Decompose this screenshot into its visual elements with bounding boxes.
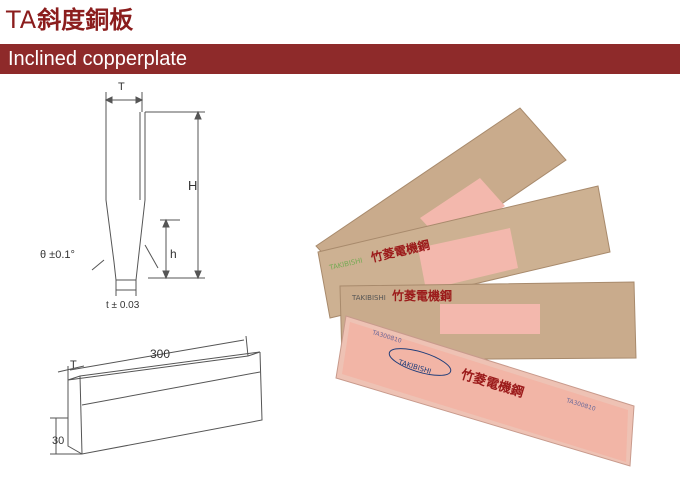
iso-length-label: 300: [150, 347, 170, 361]
isometric-drawing: [50, 335, 263, 455]
section-tol-label: t ± 0.03: [106, 300, 140, 311]
iso-height-label: 30: [52, 435, 64, 447]
copper-package: TAKIBISHI 竹菱電機鋼 TA300810 TA300810: [335, 315, 635, 467]
section-h-upper-label: H: [188, 178, 197, 193]
iso-t-label: T: [70, 359, 77, 371]
section-h-lower-label: h: [170, 247, 177, 261]
page-title: TA斜度銅板: [6, 2, 133, 38]
section-theta-label: θ ±0.1°: [40, 249, 75, 261]
box3-brand: TAKIBISHI: [351, 294, 386, 302]
subtitle-banner: Inclined copperplate: [0, 44, 680, 74]
title-prefix: TA: [6, 6, 38, 34]
title-cjk: 斜度銅板: [37, 6, 134, 34]
subtitle-text: Inclined copperplate: [8, 48, 188, 70]
product-photo: TAKIBISHI 竹菱電機鋼 TAKIBISHI 竹菱電機鋼 TAKIBISH…: [315, 107, 637, 467]
box3-brand-cjk: 竹菱電機鋼: [391, 288, 452, 303]
cross-section-drawing: [91, 92, 205, 296]
section-t-label: T: [118, 81, 125, 93]
